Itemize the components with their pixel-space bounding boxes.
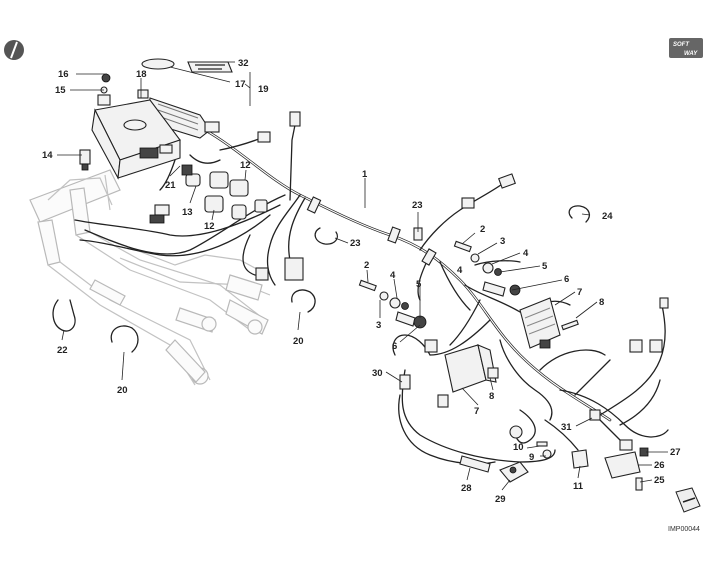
callout-4: 4 [523, 248, 529, 259]
callout-2: 2 [480, 224, 485, 235]
callout-16: 16 [58, 69, 69, 80]
callout-15: 15 [55, 85, 66, 96]
ignition-coil [437, 344, 499, 408]
callout-3: 3 [376, 320, 381, 331]
drawing-code: IMP00044 [668, 526, 700, 533]
sensor-11 [571, 449, 589, 469]
connector-group-upper [255, 111, 516, 281]
small-fasteners-9-10 [509, 425, 552, 459]
brand-mark-line2: WAY [684, 51, 698, 57]
callout-20: 20 [293, 336, 304, 347]
callout-31: 31 [561, 422, 572, 433]
callout-4: 4 [457, 265, 463, 276]
ecu-module [519, 297, 561, 349]
callout-labels: 1 2 2 3 3 4 4 4 5 5 6 6 7 7 8 8 9 10 11 … [42, 58, 681, 505]
callout-23: 23 [350, 238, 361, 249]
callout-26: 26 [654, 460, 665, 471]
callout-20: 20 [117, 385, 128, 396]
callout-32: 32 [238, 58, 249, 69]
spark-cap-29 [499, 461, 529, 483]
brand-mark-line1: SOFT [673, 42, 690, 48]
oval-cover [141, 58, 175, 70]
callout-18: 18 [136, 69, 147, 80]
small-cap [137, 89, 149, 99]
callout-1: 1 [362, 169, 368, 180]
callout-8: 8 [599, 297, 604, 308]
cable-31 [589, 409, 601, 421]
front-direction-arrow-icon [675, 487, 701, 513]
cable-clip-24 [568, 205, 591, 223]
control-unit-box [91, 73, 181, 180]
section-badge-icon [4, 40, 24, 60]
callout-3: 3 [500, 236, 505, 247]
callout-2: 2 [364, 260, 369, 271]
callout-22: 22 [57, 345, 68, 356]
spark-plug-28 [459, 455, 491, 473]
callout-30: 30 [372, 368, 383, 379]
connector-group-right [629, 297, 669, 353]
callout-19: 19 [258, 84, 269, 95]
screw-8-right [561, 319, 579, 331]
callout-6: 6 [392, 341, 397, 352]
motorcycle-frame [29, 169, 271, 386]
callout-7: 7 [474, 406, 479, 417]
callout-17: 17 [235, 79, 246, 90]
cable-clip-22 [52, 299, 76, 332]
callout-12: 12 [204, 221, 215, 232]
callout-5: 5 [542, 261, 548, 272]
cable-clip-20-lower [110, 325, 139, 353]
fastener-set-right [453, 240, 521, 297]
relay-cluster [149, 164, 268, 224]
callout-24: 24 [602, 211, 613, 222]
left-sensor-plug [79, 149, 91, 171]
callout-14: 14 [42, 150, 53, 161]
callout-7: 7 [577, 287, 582, 298]
decal-plate [187, 61, 233, 73]
callout-6: 6 [564, 274, 569, 285]
callout-5: 5 [416, 279, 422, 290]
callout-11: 11 [573, 481, 584, 492]
callout-25: 25 [654, 475, 665, 486]
cable-clip-20-upper [291, 289, 316, 313]
callout-8: 8 [489, 391, 494, 402]
callout-13: 13 [182, 207, 193, 218]
callout-27: 27 [670, 447, 681, 458]
callout-9: 9 [529, 452, 534, 463]
callout-21: 21 [165, 180, 176, 191]
connector-30 [399, 374, 411, 390]
callout-12: 12 [240, 160, 251, 171]
callout-28: 28 [461, 483, 472, 494]
callout-10: 10 [513, 442, 524, 453]
voltage-regulator [604, 439, 649, 491]
brand-mark: SOFT WAY [669, 38, 703, 58]
callout-4: 4 [390, 270, 396, 281]
cable-clip-23 [314, 227, 339, 245]
leader-lines [57, 61, 668, 491]
callout-29: 29 [495, 494, 506, 505]
connector-6-lower [424, 339, 438, 353]
callout-23: 23 [412, 200, 423, 211]
